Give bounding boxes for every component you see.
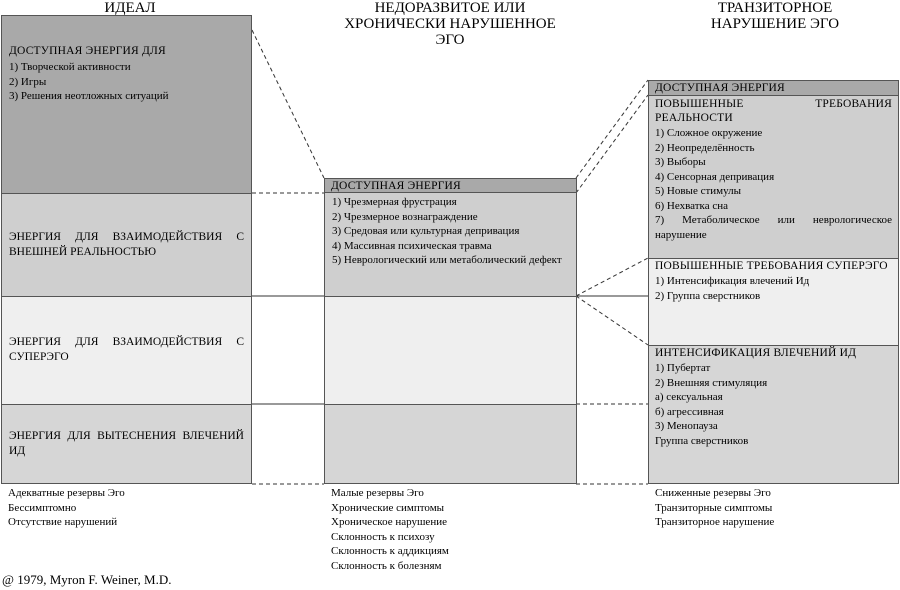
underdeveloped-energy-item: 5) Неврологический или метаболический де… bbox=[332, 254, 562, 266]
transitory-energy-title: ДОСТУПНАЯ ЭНЕРГИЯ bbox=[655, 82, 785, 94]
header-underdeveloped-line3: ЭГО bbox=[435, 32, 465, 48]
header-underdeveloped-line2: ХРОНИЧЕСКИ НАРУШЕННОЕ bbox=[344, 16, 556, 32]
transitory-summary-item: Транзиторные симптомы bbox=[655, 501, 773, 514]
ideal-energy-title: ДОСТУПНАЯ ЭНЕРГИЯ ДЛЯ bbox=[9, 45, 166, 57]
transitory-id-box: ИНТЕНСИФИКАЦИЯ ВЛЕЧЕНИЙ ИД 1) Пубертат 2… bbox=[648, 345, 899, 484]
underdeveloped-summary-item: Склонность к психозу bbox=[331, 530, 435, 543]
underdeveloped-energy-item: 4) Массивная психическая травма bbox=[332, 239, 492, 252]
transitory-id-title: ИНТЕНСИФИКАЦИЯ ВЛЕЧЕНИЙ ИД bbox=[655, 347, 857, 359]
transitory-superego-box: ПОВЫШЕННЫЕ ТРЕБОВАНИЯ СУПЕРЭГО 1) Интенс… bbox=[648, 258, 899, 346]
ideal-reality-text: ЭНЕРГИЯ ДЛЯ ВЗАИМОДЕЙСТВИЯ С ВНЕШНЕЙ РЕА… bbox=[9, 231, 244, 258]
ideal-energy-box: ДОСТУПНАЯ ЭНЕРГИЯ ДЛЯ 1) Творческой акти… bbox=[1, 15, 252, 194]
ideal-energy-item: 2) Игры bbox=[9, 75, 47, 88]
ideal-reality-band: ЭНЕРГИЯ ДЛЯ ВЗАИМОДЕЙСТВИЯ С ВНЕШНЕЙ РЕА… bbox=[1, 193, 252, 297]
transitory-id-item: Группа сверстников bbox=[655, 434, 749, 447]
transitory-reality-item: 6) Нехватка сна bbox=[655, 199, 729, 212]
transitory-reality-item: 5) Новые стимулы bbox=[655, 185, 742, 197]
underdeveloped-energy-item: 2) Чрезмерное вознаграждение bbox=[332, 210, 478, 223]
underdeveloped-summary-item: Хронические симптомы bbox=[331, 501, 445, 514]
ideal-repression-band: ЭНЕРГИЯ ДЛЯ ВЫТЕСНЕНИЯ ВЛЕЧЕНИЙ ИД bbox=[1, 404, 252, 484]
transitory-superego-title: ПОВЫШЕННЫЕ ТРЕБОВАНИЯ СУПЕРЭГО bbox=[655, 260, 888, 272]
ideal-energy-item: 1) Творческой активности bbox=[9, 61, 131, 73]
underdeveloped-repression-band bbox=[324, 404, 577, 484]
transitory-summary-item: Транзиторное нарушение bbox=[655, 516, 775, 528]
underdeveloped-energy-item: 3) Средовая или культурная депривация bbox=[332, 225, 520, 237]
transitory-superego-item: 2) Группа сверстников bbox=[655, 289, 761, 302]
header-ideal-text: ИДЕАЛ bbox=[104, 0, 156, 16]
transitory-id-item: 2) Внешняя стимуляция bbox=[655, 376, 768, 389]
underdeveloped-summary-item: Склонность к болезням bbox=[331, 559, 442, 572]
transitory-reality-item: 4) Сенсорная депривация bbox=[655, 170, 775, 183]
underdeveloped-energy-box: 1) Чрезмерная фрустрация 2) Чрезмерное в… bbox=[324, 192, 577, 297]
transitory-reality-item: 2) Неопределённость bbox=[655, 141, 755, 154]
ideal-superego-band: ЭНЕРГИЯ ДЛЯ ВЗАИМОДЕЙСТВИЯ С СУПЕРЭГО bbox=[1, 296, 252, 405]
transitory-id-item: а) сексуальная bbox=[655, 391, 723, 403]
ideal-summary-item: Адекватные резервы Эго bbox=[8, 487, 125, 499]
transitory-reality-item: 7) Метаболическое или неврологическое на… bbox=[655, 214, 892, 241]
underdeveloped-energy-title: ДОСТУПНАЯ ЭНЕРГИЯ bbox=[331, 180, 461, 192]
ideal-energy-item: 3) Решения неотложных ситуаций bbox=[9, 90, 169, 102]
header-transitory: ТРАНЗИТОРНОЕ НАРУШЕНИЕ ЭГО bbox=[680, 0, 870, 32]
header-ideal: ИДЕАЛ bbox=[60, 0, 200, 16]
transitory-reality-box: ПОВЫШЕННЫЕ ТРЕБОВАНИЯ РЕАЛЬНОСТИ 1) Слож… bbox=[648, 95, 899, 259]
header-underdeveloped-line1: НЕДОРАЗВИТОЕ ИЛИ bbox=[374, 0, 526, 16]
transitory-id-item: 3) Менопауза bbox=[655, 420, 718, 432]
ideal-summary: Адекватные резервы Эго Бессимптомно Отсу… bbox=[8, 486, 248, 530]
underdeveloped-summary: Малые резервы Эго Хронические симптомы Х… bbox=[331, 486, 571, 573]
header-underdeveloped: НЕДОРАЗВИТОЕ ИЛИ ХРОНИЧЕСКИ НАРУШЕННОЕ Э… bbox=[310, 0, 590, 48]
underdeveloped-superego-band bbox=[324, 296, 577, 405]
transitory-reality-title: ПОВЫШЕННЫЕ ТРЕБОВАНИЯ РЕАЛЬНОСТИ bbox=[655, 98, 892, 124]
transitory-summary-item: Сниженные резервы Эго bbox=[655, 487, 771, 499]
underdeveloped-summary-item: Малые резервы Эго bbox=[331, 487, 424, 499]
header-transitory-line1: ТРАНЗИТОРНОЕ bbox=[717, 0, 833, 16]
underdeveloped-summary-item: Хроническое нарушение bbox=[331, 516, 447, 528]
transitory-id-item: б) агрессивная bbox=[655, 405, 724, 418]
header-transitory-line2: НАРУШЕНИЕ ЭГО bbox=[710, 16, 840, 32]
transitory-superego-item: 1) Интенсификация влечений Ид bbox=[655, 275, 810, 287]
transitory-summary: Сниженные резервы Эго Транзиторные симпт… bbox=[655, 486, 895, 530]
ideal-repression-text: ЭНЕРГИЯ ДЛЯ ВЫТЕСНЕНИЯ ВЛЕЧЕНИЙ ИД bbox=[9, 430, 244, 457]
transitory-energy-bar: ДОСТУПНАЯ ЭНЕРГИЯ bbox=[648, 80, 899, 96]
underdeveloped-energy-header: ДОСТУПНАЯ ЭНЕРГИЯ bbox=[324, 178, 577, 193]
copyright-text: @ 1979, Myron F. Weiner, M.D. bbox=[2, 572, 172, 587]
underdeveloped-summary-item: Склонность к аддикциям bbox=[331, 545, 449, 557]
ideal-superego-text: ЭНЕРГИЯ ДЛЯ ВЗАИМОДЕЙСТВИЯ С СУПЕРЭГО bbox=[9, 336, 244, 363]
transitory-reality-item: 3) Выборы bbox=[655, 156, 706, 168]
underdeveloped-energy-item: 1) Чрезмерная фрустрация bbox=[332, 196, 457, 208]
transitory-reality-item: 1) Сложное окружение bbox=[655, 127, 763, 139]
ideal-summary-item: Отсутствие нарушений bbox=[8, 516, 118, 528]
ideal-summary-item: Бессимптомно bbox=[8, 501, 77, 514]
transitory-id-item: 1) Пубертат bbox=[655, 362, 711, 374]
